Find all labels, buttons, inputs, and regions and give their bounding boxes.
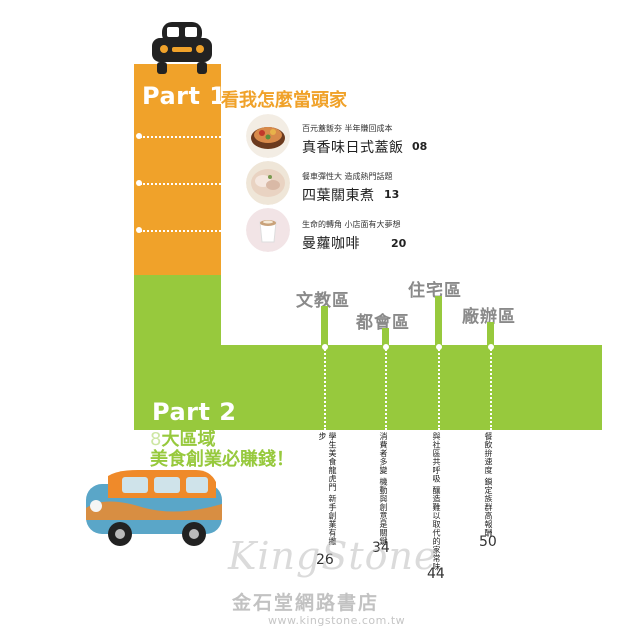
watermark-brand: KingStone [228,534,438,578]
item-title: 真香味日式蓋飯 [302,140,404,156]
district-description: 與社區共呼吸 釀造難以取代的家常味 [432,432,441,572]
part1-subtitle: 看我怎麼當頭家 [221,90,347,111]
part2-bar [134,275,221,345]
district-label: 廠辦區 [462,307,516,327]
item-connector [140,136,248,138]
item-page-number: 13 [384,188,400,201]
district-bar [435,296,442,345]
part2-subtitle: 8大區域 美食創業必賺錢！ [150,430,294,470]
part1-title: Part 1 [142,82,227,110]
connector-dot [136,180,142,186]
item-tagline: 百元蓋飯夯 半年賺回成本 [302,124,393,133]
part2-subtitle-line1: 大區域 [161,429,216,450]
oden-image [246,161,290,205]
watermark-chinese: 金石堂網路書店 [232,592,380,614]
district-description: 學生美食龍虎門 新手創業有撇步 [318,432,337,546]
connector-dot [136,227,142,233]
item-tagline: 生命的轉角 小店面有大夢想 [302,220,401,229]
district-label: 住宅區 [408,281,462,301]
connector-dot [322,344,328,350]
part2-title: Part 2 [152,398,237,426]
watermark-url: www.kingstone.com.tw [268,614,406,627]
connector-dot [383,344,389,350]
district-bar [487,322,494,345]
district-connector [324,346,326,430]
item-connector [140,230,248,232]
district-connector [490,346,492,430]
item-title: 四葉關東煮 [302,188,375,204]
item-title: 曼蘿咖啡 [302,236,360,252]
donburi-image [246,114,290,158]
connector-dot [136,133,142,139]
district-label: 都會區 [356,313,410,333]
item-connector [140,183,248,185]
part2-subtitle-number: 8 [150,429,162,450]
part2-subtitle-line2: 美食創業必賺錢！ [150,449,294,470]
coffee-image [246,208,290,252]
district-page-number: 34 [372,540,390,556]
district-bar [382,328,389,345]
district-page-number: 26 [316,552,334,568]
district-label: 文教區 [296,291,350,311]
van-image [78,468,230,550]
district-band [134,345,602,430]
district-connector [385,346,387,430]
district-page-number: 50 [479,534,497,550]
connector-dot [488,344,494,350]
district-connector [438,346,440,430]
district-bar [321,306,328,345]
connector-dot [436,344,442,350]
item-page-number: 08 [412,140,428,153]
part1-bar [134,64,221,275]
item-tagline: 餐車彈性大 造成熱門話題 [302,172,393,181]
car-icon [148,20,216,80]
district-description: 消費者多變 機動與創意是關鍵 [379,432,388,546]
district-page-number: 44 [427,566,445,582]
item-page-number: 20 [391,237,407,250]
district-description: 餐飲拚速度 鎖定族群高報酬 [484,432,493,538]
